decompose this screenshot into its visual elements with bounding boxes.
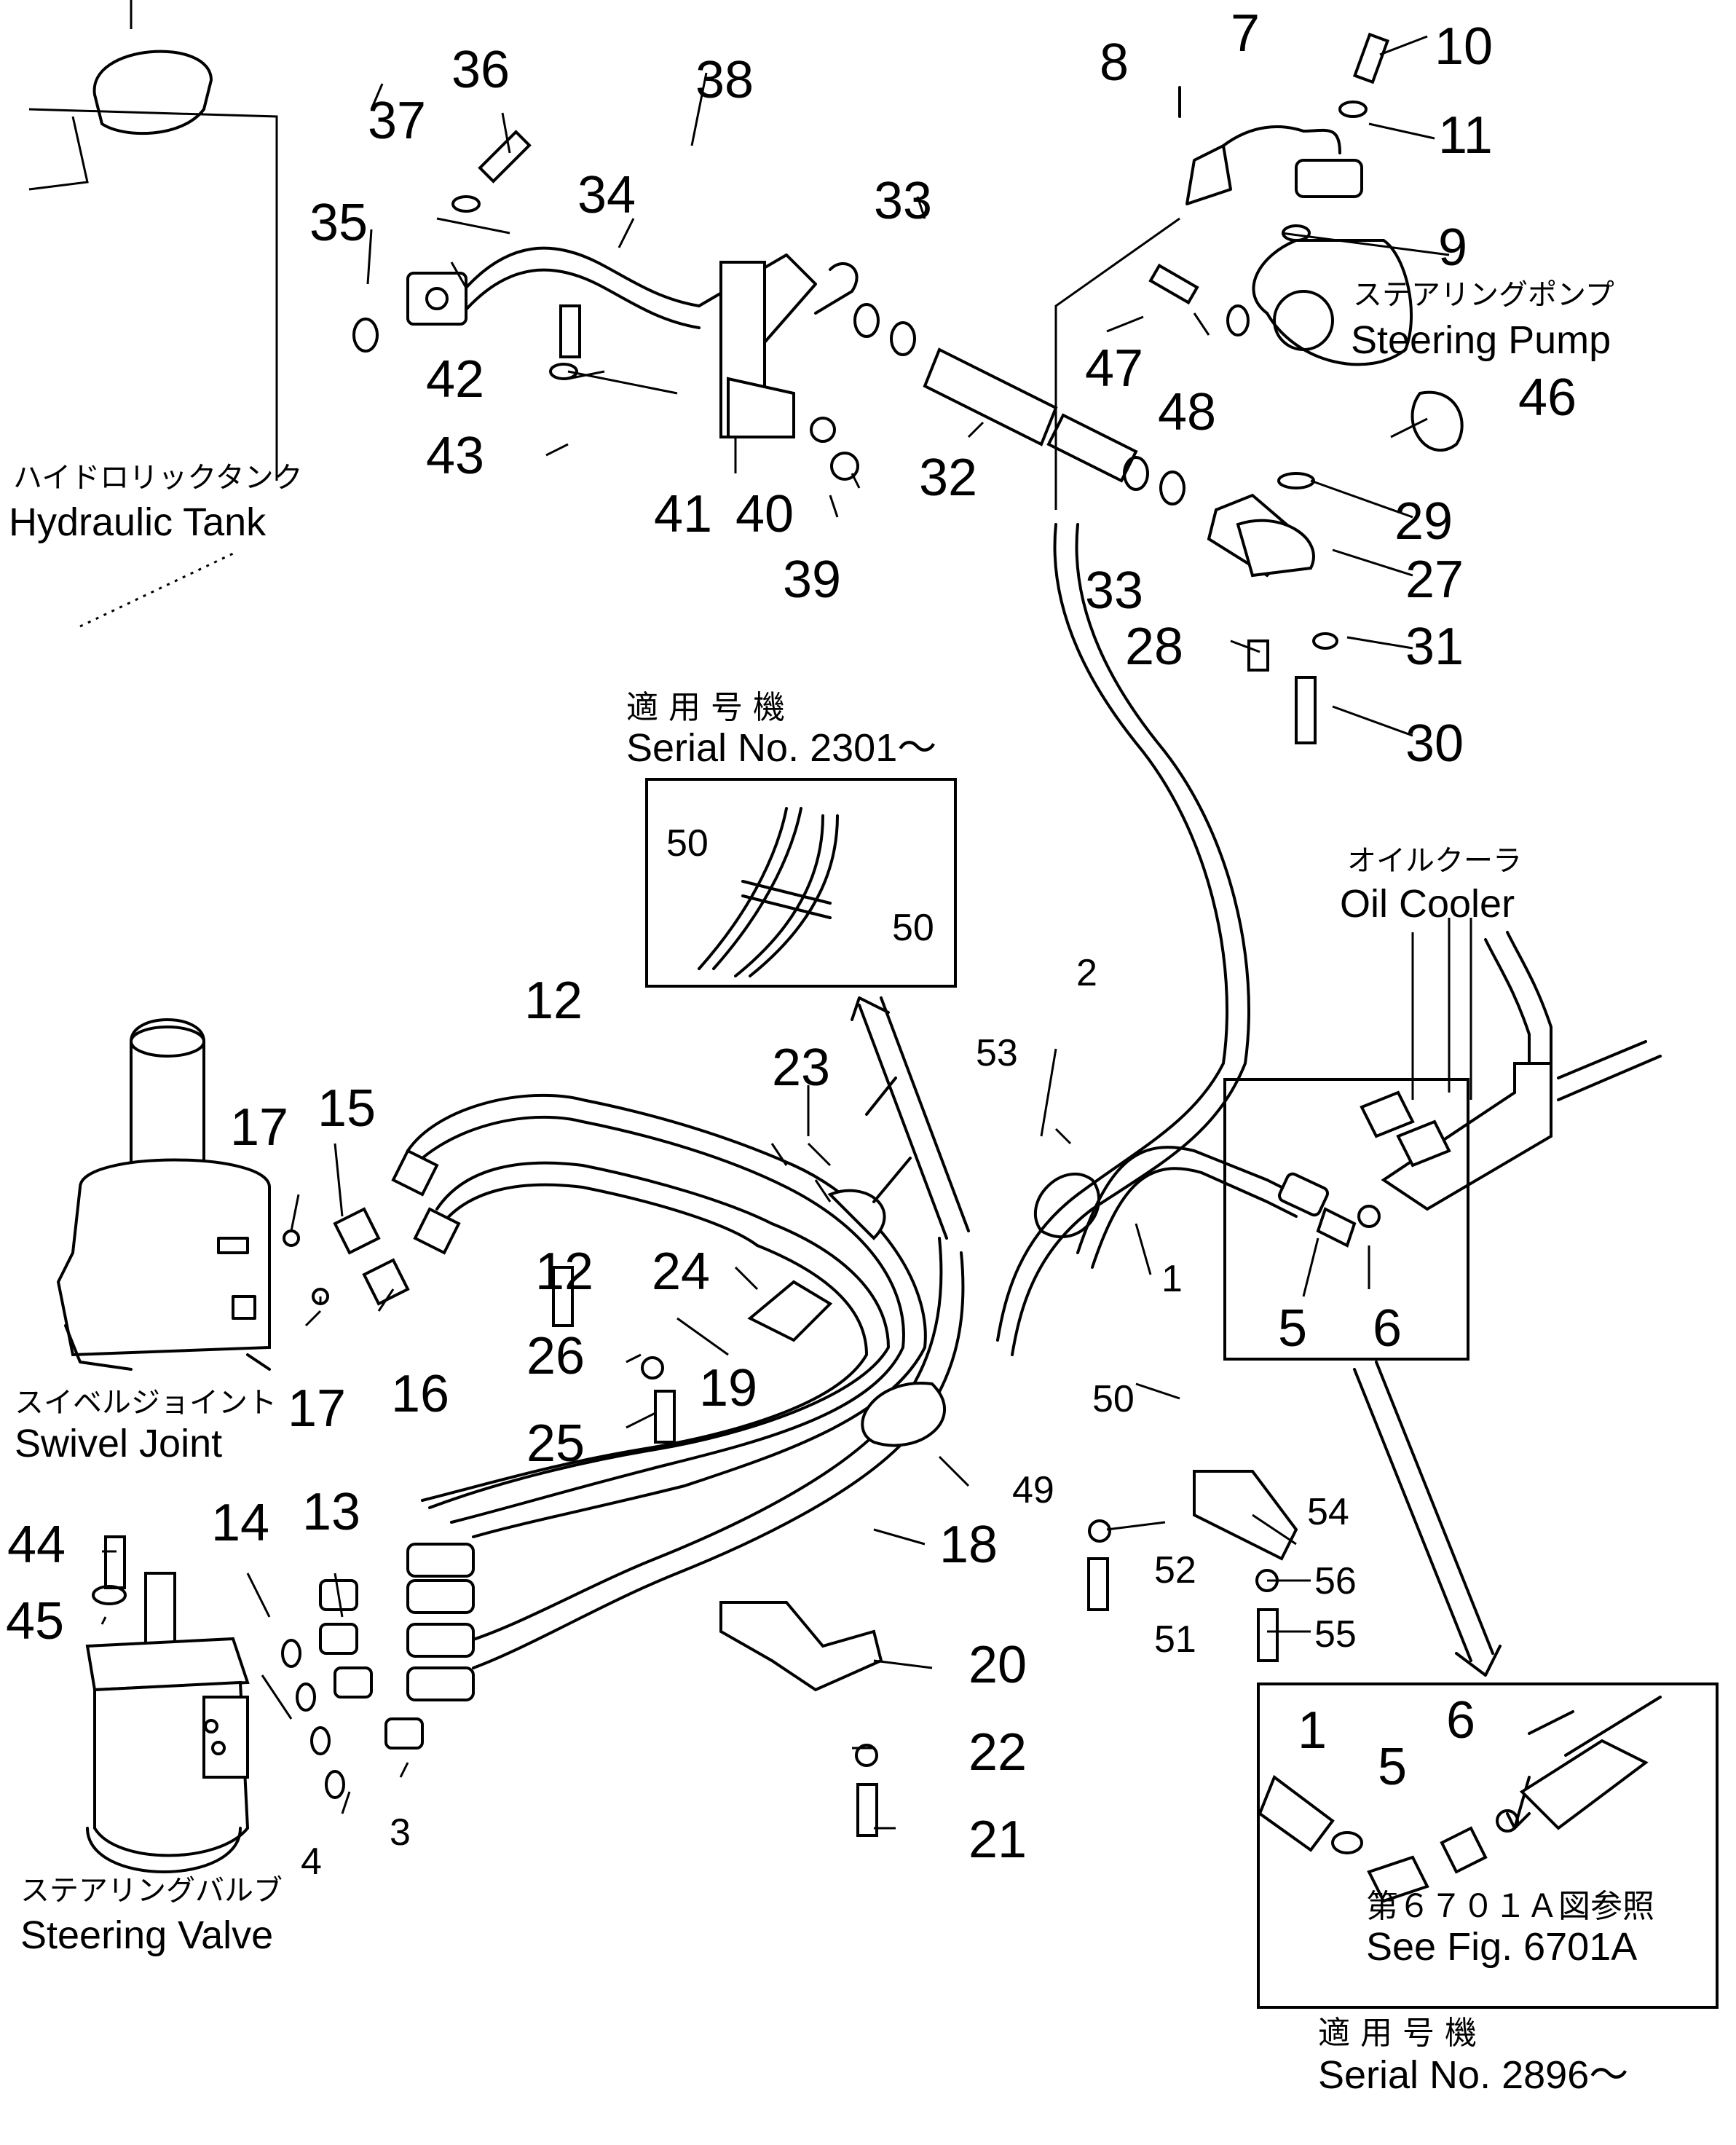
part-callout-14: 14	[211, 1494, 270, 1552]
part-callout-2: 2	[1076, 952, 1097, 994]
steering-pump-label-jp: ステアリングポンプ	[1353, 278, 1614, 312]
part-callout-24: 24	[652, 1243, 711, 1301]
part-callout-17a: 17	[230, 1098, 289, 1157]
part-callout-48: 48	[1158, 383, 1217, 441]
part-callout-21: 21	[968, 1811, 1027, 1869]
part-callout-25: 25	[526, 1414, 585, 1473]
part-callout-18: 18	[939, 1516, 998, 1574]
part-callout-17b: 17	[288, 1380, 347, 1438]
part-callout-43: 43	[426, 427, 485, 485]
steering-valve-drawing	[85, 1572, 250, 1873]
part-callout-26: 26	[526, 1327, 585, 1385]
hose-32-drawing	[810, 303, 1185, 505]
part-callout-22: 22	[968, 1723, 1027, 1782]
inset-box-serial-2896	[1257, 1682, 1719, 2009]
see-fig-label-jp: 第６７０１Ａ図参照	[1366, 1888, 1654, 1925]
tube-34-drawing	[406, 217, 859, 438]
part-callout-38: 38	[695, 51, 754, 109]
steering-valve-label-en: Steering Valve	[20, 1913, 274, 1957]
part-callout-55: 55	[1314, 1613, 1357, 1656]
part-callout-30: 30	[1405, 715, 1464, 773]
leader-lines	[100, 35, 1450, 1830]
inset-2301-drawing	[698, 807, 839, 977]
part-callout-32: 32	[919, 449, 978, 507]
part-callout-34: 34	[577, 166, 636, 224]
part-callout-28: 28	[1125, 618, 1184, 676]
part-callout-50b: 50	[892, 907, 934, 949]
part-callout-49: 49	[1012, 1469, 1054, 1511]
part-callout-52: 52	[1154, 1549, 1196, 1591]
part-callout-37: 37	[368, 92, 427, 150]
part-callout-4: 4	[301, 1841, 322, 1883]
inset-callout-5: 5	[1378, 1738, 1408, 1796]
steering-valve-label-jp: ステアリングバルブ	[20, 1874, 283, 1908]
part-callout-16: 16	[391, 1365, 450, 1423]
steering-pump-drawing	[1054, 86, 1464, 578]
part-callout-12a: 12	[524, 972, 583, 1030]
swivel-joint-drawing	[56, 1018, 271, 1371]
part-callout-10: 10	[1435, 17, 1494, 76]
part-callout-51: 51	[1154, 1618, 1196, 1661]
part-callout-6: 6	[1373, 1299, 1402, 1358]
hydraulic-tank-label-jp: ハイドロリックタンク	[13, 461, 303, 495]
part-callout-33b: 33	[1085, 562, 1144, 620]
part-callout-1: 1	[1161, 1258, 1183, 1300]
part-callout-8: 8	[1100, 34, 1129, 92]
part-callout-7: 7	[1231, 4, 1260, 63]
part-callout-45: 45	[6, 1592, 65, 1650]
part-callout-41: 41	[654, 485, 713, 543]
part-callout-5: 5	[1278, 1299, 1308, 1358]
brackets-drawing	[92, 32, 1390, 1837]
swivel-joint-label-en: Swivel Joint	[15, 1422, 223, 1465]
part-callout-44: 44	[7, 1516, 66, 1574]
part-callout-56: 56	[1314, 1560, 1357, 1602]
part-callout-39: 39	[783, 551, 842, 609]
hose-2-drawing	[996, 523, 1250, 1356]
part-callout-23: 23	[772, 1039, 831, 1097]
part-callout-35: 35	[309, 194, 368, 252]
steering-pump-label-en: Steering Pump	[1351, 318, 1611, 362]
part-callout-50c: 50	[1092, 1378, 1135, 1420]
part-callout-40: 40	[735, 485, 794, 543]
part-callout-19: 19	[699, 1359, 758, 1417]
inset-box-detail-5-6	[1223, 1078, 1469, 1361]
serial-2896-label-en: Serial No. 2896～	[1318, 2053, 1629, 2097]
part-callout-11: 11	[1438, 106, 1493, 165]
part-callout-33a: 33	[874, 172, 933, 230]
inset-callout-6: 6	[1446, 1691, 1476, 1750]
part-callout-9: 9	[1438, 219, 1468, 277]
part-callout-3: 3	[390, 1811, 411, 1854]
part-callout-15: 15	[317, 1079, 376, 1138]
see-fig-label-en: See Fig. 6701A	[1366, 1925, 1638, 1969]
serial-2301-label-en: Serial No. 2301～	[626, 726, 937, 770]
inset-callout-1: 1	[1298, 1701, 1327, 1760]
part-callout-50a: 50	[666, 822, 709, 865]
part-callout-27: 27	[1405, 551, 1464, 609]
inset-2896-drawing	[1258, 1696, 1662, 1903]
swivel-joint-label-jp: スイベルジョイント	[15, 1386, 277, 1420]
inset-box-serial-2301	[645, 778, 957, 988]
hose-bundle-drawing	[281, 1077, 965, 1799]
hose-1-drawing	[1034, 1146, 1381, 1269]
part-callout-53: 53	[976, 1032, 1018, 1074]
part-callout-20: 20	[968, 1636, 1027, 1694]
part-callout-54: 54	[1307, 1491, 1349, 1533]
part-callout-47: 47	[1085, 339, 1144, 398]
serial-2301-label-jp: 適 用 号 機	[626, 689, 785, 726]
part-callout-29: 29	[1394, 492, 1453, 551]
oil-cooler-label-jp: オイルクーラ	[1347, 844, 1522, 878]
hoses-12-drawing	[283, 1093, 795, 1306]
oil-cooler-label-en: Oil Cooler	[1340, 882, 1515, 926]
part-callout-31: 31	[1405, 618, 1464, 676]
hydraulic-tank-drawing	[28, 0, 278, 628]
part-callout-12b: 12	[535, 1243, 594, 1301]
part-callout-46: 46	[1518, 369, 1577, 427]
serial-2896-label-jp: 適 用 号 機	[1318, 2015, 1477, 2052]
part-callout-13: 13	[302, 1483, 361, 1541]
hydraulic-tank-label-en: Hydraulic Tank	[9, 500, 267, 544]
part-callout-42: 42	[426, 350, 485, 409]
part-callout-36: 36	[451, 41, 510, 99]
